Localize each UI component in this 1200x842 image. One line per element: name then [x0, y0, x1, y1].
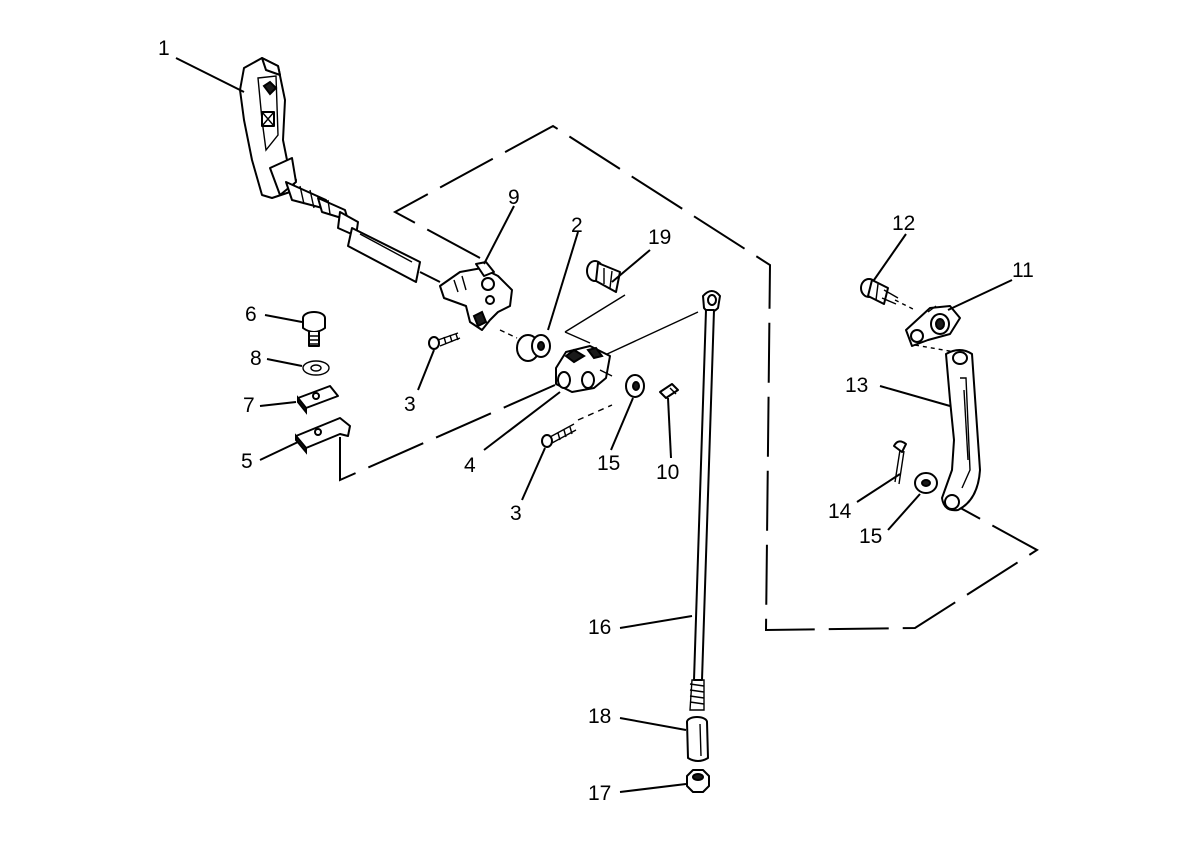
callout-16: 16: [588, 616, 611, 639]
assembly-line-plate-to-clamp: [339, 384, 556, 482]
assembly-lines: [339, 124, 1039, 762]
assembly-line-handle-to-lever: [392, 124, 1039, 632]
callout-6: 6: [245, 303, 257, 326]
callout-12: 12: [892, 212, 915, 235]
callout-15-left: 15: [597, 452, 620, 475]
screw-part-lower: [541, 423, 577, 448]
assembly-line-rod-to-clamp: [604, 311, 699, 356]
callout-17: 17: [588, 782, 611, 805]
callout-4: 4: [464, 454, 476, 477]
assembly-line-pin: [564, 294, 626, 333]
washer-part-right: [914, 472, 938, 494]
leader-lines: [175, 57, 1013, 793]
throttle-arm-part: [439, 261, 513, 331]
bolt-part: [302, 311, 326, 347]
link-rod-part: [689, 290, 721, 711]
callout-14: 14: [828, 500, 852, 523]
callout-5: 5: [241, 450, 253, 473]
callout-10: 10: [656, 461, 679, 484]
sleeve-part: [686, 716, 709, 762]
clamp-part: [555, 345, 613, 393]
bushing-part: [499, 329, 551, 362]
cotter-pin-part-left: [659, 383, 679, 399]
control-handle-part: [239, 57, 441, 283]
screw-part-upper: [428, 332, 461, 350]
link-part: [905, 305, 961, 347]
callout-11: 11: [1012, 259, 1034, 282]
callout-13: 13: [845, 374, 868, 397]
callout-15-right: 15: [859, 525, 882, 548]
callout-2: 2: [571, 214, 583, 237]
callout-1: 1: [158, 37, 170, 60]
small-plate-part: [297, 385, 339, 415]
lock-washer-part: [302, 360, 330, 376]
shoulder-bolt-part: [860, 278, 899, 305]
callout-18: 18: [588, 705, 611, 728]
callout-8: 8: [250, 347, 262, 370]
washer-part-left: [625, 374, 645, 398]
callout-labels: 1 9 2 19 6 8 7 5 3 4 3 15 10 12 11 13 14…: [158, 37, 1034, 805]
callout-3-lower: 3: [510, 502, 522, 525]
callout-19: 19: [648, 226, 671, 249]
nut-part: [686, 769, 710, 793]
friction-plate-part: [295, 417, 351, 455]
lever-part: [941, 349, 981, 512]
callout-7: 7: [243, 394, 255, 417]
pin-part: [586, 260, 621, 293]
callout-3-upper: 3: [404, 393, 416, 416]
callout-9: 9: [508, 186, 520, 209]
